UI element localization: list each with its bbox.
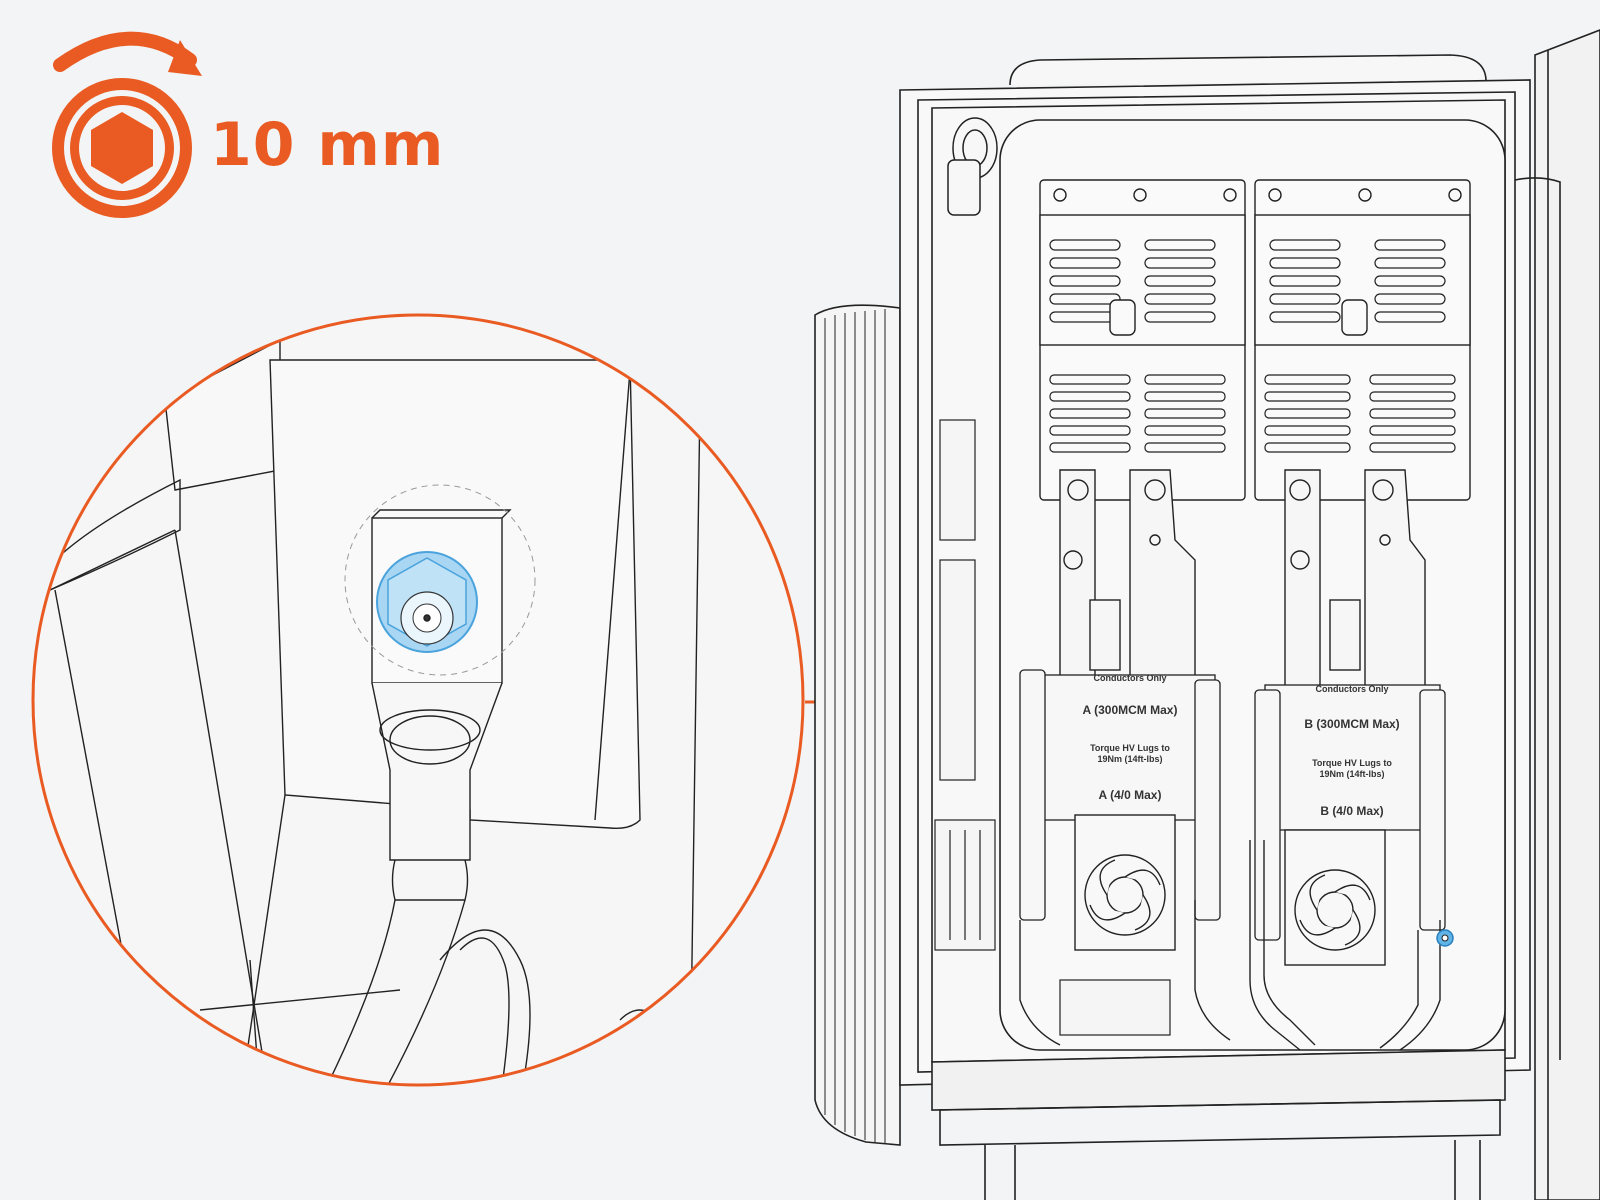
hex-socket-clockwise-icon: [52, 31, 202, 218]
label-b-torque-1: Torque HV Lugs to: [1312, 758, 1392, 768]
label-b-conductors: Conductors Only: [1315, 684, 1388, 694]
hv-cables: [1019, 840, 1441, 1051]
terminal-blocks: [1019, 669, 1446, 941]
cooling-fan-a: [1074, 814, 1176, 951]
din-rail-devices: [934, 419, 1171, 1036]
power-module-a: [1039, 179, 1246, 501]
zoom-circle-border: [31, 313, 805, 1087]
cable-gland: [947, 117, 998, 216]
zoom-detail: [33, 315, 803, 1085]
label-b-max: B (300MCM Max): [1304, 717, 1399, 731]
cooling-fan-b: [1284, 829, 1386, 966]
label-a-small: A (4/0 Max): [1099, 788, 1162, 802]
label-a-conductors: Conductors Only: [1093, 673, 1166, 683]
tool-badge: [50, 20, 410, 230]
tool-size-label: 10 mm: [210, 110, 445, 180]
label-a-torque-2: 19Nm (14ft-lbs): [1097, 754, 1162, 764]
label-a-torque-1: Torque HV Lugs to: [1090, 743, 1170, 753]
busbars: [1059, 469, 1426, 691]
label-b-small: B (4/0 Max): [1320, 804, 1383, 818]
power-module-b: [1254, 179, 1471, 501]
label-b-torque-2: 19Nm (14ft-lbs): [1319, 769, 1384, 779]
label-a-max: A (300MCM Max): [1083, 703, 1178, 717]
